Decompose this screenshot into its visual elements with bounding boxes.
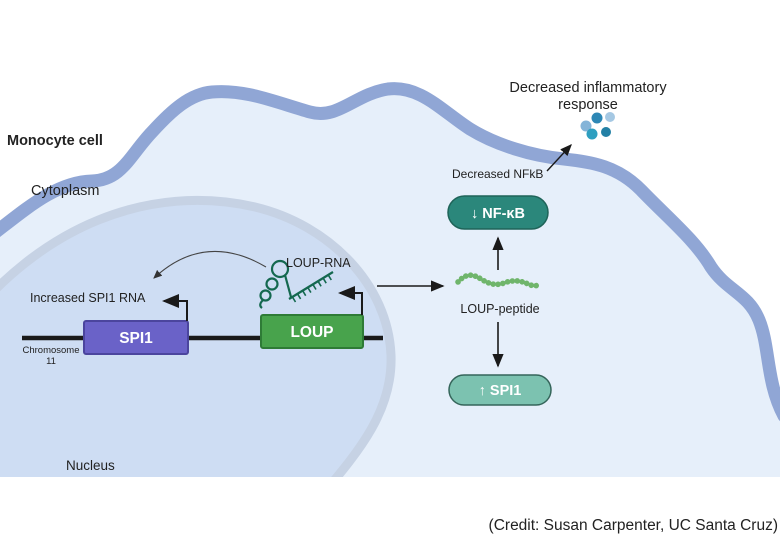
- loup-gene-box: [260, 314, 364, 349]
- dot-icon: [580, 120, 592, 132]
- spi1-gene-label: SPI1: [119, 330, 153, 347]
- cytoplasm-label: Cytoplasm: [31, 183, 100, 199]
- chromosome-label-line1: Chromosome: [22, 345, 79, 356]
- monocyte-cell-label: Monocyte cell: [7, 133, 103, 149]
- cell-body: [0, 82, 780, 477]
- loup-gene-label: LOUP: [290, 324, 333, 341]
- spi1-gene-box: [83, 320, 189, 355]
- nucleus-label: Nucleus: [66, 458, 115, 473]
- dot-icon: [586, 128, 598, 140]
- dot-icon: [601, 127, 611, 137]
- nfkb-pill-label: ↓ NF-κB: [471, 206, 525, 222]
- loup-peptide-icon: [455, 272, 540, 289]
- loup-rna-label: LOUP-RNA: [286, 256, 351, 270]
- nfkb-pill: [447, 195, 549, 230]
- loup-transcription-arrow: [338, 286, 363, 315]
- spi1-transcription-arrow: [162, 294, 188, 321]
- credit-text: (Credit: Susan Carpenter, UC Santa Cruz): [489, 517, 778, 534]
- loup-rna-icon: [259, 259, 334, 309]
- dot-icon: [591, 112, 603, 124]
- loup-peptide-label: LOUP-peptide: [460, 302, 539, 316]
- inflammatory-dots-icon: [580, 112, 615, 140]
- inflammatory-response-label-line1: Decreased inflammatory: [509, 80, 667, 96]
- rna-feedback-curved-arrow: [153, 250, 267, 279]
- cell-membrane: [0, 82, 780, 422]
- nfkb-to-response-arrow: [546, 143, 572, 172]
- spi1-pill: [448, 374, 552, 406]
- spi1-pill-label: ↑ SPI1: [479, 383, 522, 399]
- inflammatory-response-label-line2: response: [558, 97, 618, 113]
- decreased-nfkb-label: Decreased NFkB: [452, 167, 543, 181]
- chromosome-label-line2: 11: [46, 356, 56, 367]
- increased-spi1-rna-label: Increased SPI1 RNA: [30, 291, 146, 305]
- dot-icon: [605, 112, 615, 122]
